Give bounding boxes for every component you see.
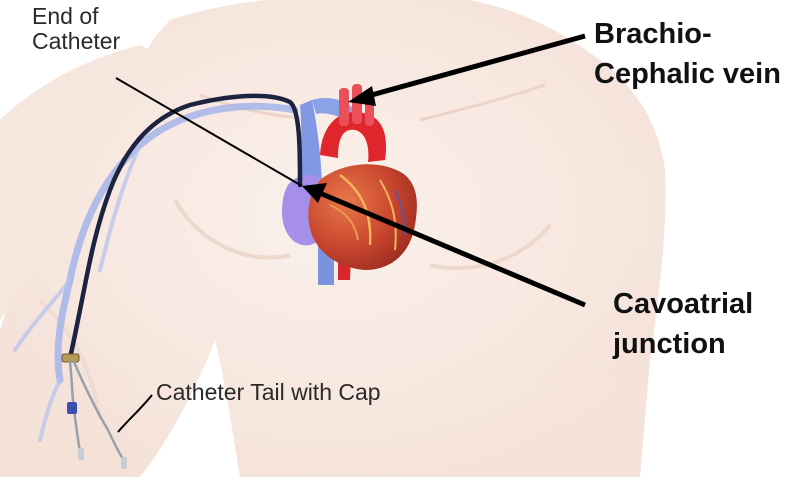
- end-of-catheter-line-2: Catheter: [32, 29, 120, 54]
- brachiocephalic-vein-line-2: Cephalic vein: [594, 54, 781, 94]
- brachiocephalic-vein-line-1: Brachio-: [594, 14, 781, 54]
- cavoatrial-junction-label: Cavoatrial junction: [613, 284, 753, 364]
- cavoatrial-junction-line-1: Cavoatrial: [613, 284, 753, 324]
- end-of-catheter-line-1: End of: [32, 4, 120, 29]
- catheter-tail-label: Catheter Tail with Cap: [156, 380, 381, 405]
- end-of-catheter-label: End of Catheter: [32, 4, 120, 54]
- cavoatrial-junction-line-2: junction: [613, 324, 753, 364]
- brachiocephalic-vein-label: Brachio- Cephalic vein: [594, 14, 781, 94]
